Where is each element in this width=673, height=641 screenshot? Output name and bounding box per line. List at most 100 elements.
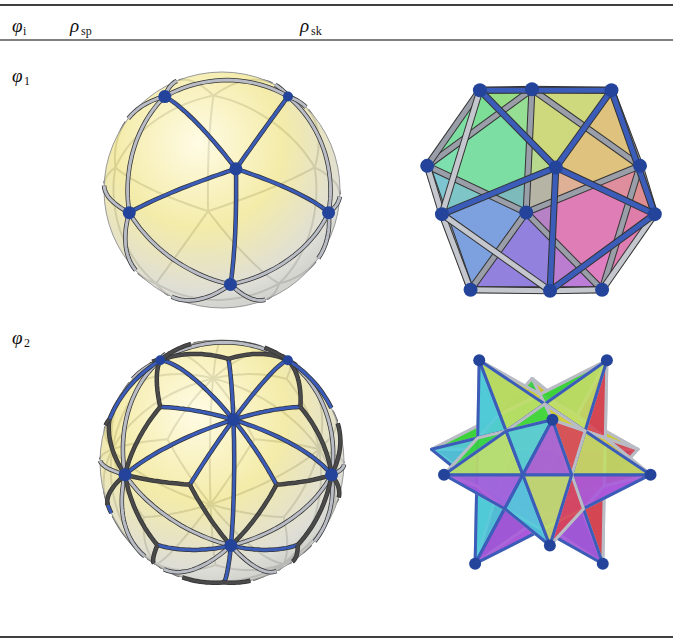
vertex-dot xyxy=(420,159,434,173)
skeleton-edge xyxy=(427,166,442,214)
arc-outline xyxy=(224,581,250,583)
skeleton-edge xyxy=(427,90,480,166)
vertex-dot xyxy=(224,278,237,291)
geodesic-sphere xyxy=(100,340,344,584)
vertex-dot xyxy=(322,206,335,219)
front-arc xyxy=(125,407,160,475)
skeleton-edge xyxy=(471,287,551,293)
arc-outline xyxy=(318,213,329,259)
vertex-dot xyxy=(648,207,662,221)
arc-outline xyxy=(277,475,332,485)
vertex-dot xyxy=(123,206,136,219)
arc-outline xyxy=(165,97,236,169)
arc-outline xyxy=(153,545,157,563)
front-arc xyxy=(288,360,333,474)
vertex-dot xyxy=(283,92,293,102)
front-arc xyxy=(236,169,329,213)
front-arc xyxy=(160,360,233,420)
skeleton-edge xyxy=(442,214,550,291)
arc-outline xyxy=(300,407,331,475)
skeleton-edge xyxy=(442,167,556,214)
front-arc xyxy=(172,284,231,300)
edge-outline xyxy=(471,286,603,293)
front-arc xyxy=(125,420,233,475)
vertex-dot xyxy=(645,469,657,481)
vertex-dot xyxy=(473,354,485,366)
star-facet xyxy=(545,360,607,431)
vertex-dot xyxy=(435,207,449,221)
star-facet xyxy=(506,404,585,475)
subscript: 1 xyxy=(24,75,30,87)
front-arc xyxy=(233,407,300,420)
geodesic-sphere xyxy=(104,72,340,308)
arc-outline xyxy=(288,360,333,474)
front-arc xyxy=(110,360,161,419)
skeleton-edge xyxy=(556,90,612,167)
front-arc xyxy=(125,475,231,546)
vertex-dot xyxy=(519,206,533,220)
skeleton-edge xyxy=(556,167,655,214)
skeleton-edge xyxy=(550,214,655,291)
front-arc xyxy=(231,485,277,546)
front-arc xyxy=(233,420,276,485)
skeleton-edge xyxy=(526,89,532,212)
arc-outline xyxy=(231,420,234,546)
vertex-dot xyxy=(224,539,237,552)
front-arc xyxy=(224,581,250,583)
arc-outline xyxy=(231,475,332,546)
arc-outline xyxy=(165,80,288,96)
front-arc xyxy=(300,407,331,475)
front-arc xyxy=(160,344,191,360)
edge-outline xyxy=(556,167,655,214)
front-arc xyxy=(125,213,136,271)
vertex-dot xyxy=(473,83,487,97)
arc-outline xyxy=(125,213,136,271)
subscript: 2 xyxy=(24,337,30,349)
vertex-dot xyxy=(283,355,293,365)
arc-outline xyxy=(125,475,190,485)
front-arc xyxy=(288,360,332,408)
arc-outline xyxy=(233,420,276,485)
arc-outline xyxy=(231,169,237,285)
front-arc xyxy=(231,475,332,546)
front-arc xyxy=(318,213,329,259)
arc-outline xyxy=(298,475,332,545)
vertex-dot xyxy=(601,354,613,366)
vertex-dot xyxy=(546,414,558,426)
vertex-dot xyxy=(155,355,165,365)
subscript: sp xyxy=(81,25,92,37)
arc-outline xyxy=(157,360,160,407)
symbol-label: φ xyxy=(12,16,23,35)
arc-outline xyxy=(236,97,288,169)
front-arc xyxy=(160,342,288,360)
arc-outline xyxy=(231,213,329,285)
skeleton-edge xyxy=(602,214,655,290)
star-facet xyxy=(572,475,651,509)
arc-outline xyxy=(233,407,300,420)
front-arc xyxy=(231,545,298,550)
front-arc xyxy=(125,475,157,545)
arc-outline xyxy=(160,407,233,420)
vertex-dot xyxy=(325,468,338,481)
arc-outline xyxy=(157,545,231,550)
front-arc xyxy=(288,97,331,213)
symbol-label: ρ xyxy=(300,16,309,35)
sphere-surface xyxy=(100,340,344,584)
front-arc xyxy=(292,545,297,562)
arc-outline xyxy=(160,360,233,420)
skeleton-edge xyxy=(442,90,480,214)
vertex-dot xyxy=(469,558,481,570)
symbol-label: φ xyxy=(12,66,23,85)
edge-outline xyxy=(442,167,556,214)
front-arc xyxy=(153,545,157,563)
vertex-dot xyxy=(597,558,609,570)
edge-outline xyxy=(427,90,480,166)
front-arc xyxy=(106,503,110,505)
arc-outline xyxy=(108,505,112,514)
vertex-dot xyxy=(119,468,132,481)
front-arc xyxy=(128,97,165,213)
arc-outline xyxy=(160,342,288,360)
arc-outline xyxy=(190,485,231,546)
star-facet xyxy=(523,475,572,546)
vertex-dot xyxy=(158,90,171,103)
